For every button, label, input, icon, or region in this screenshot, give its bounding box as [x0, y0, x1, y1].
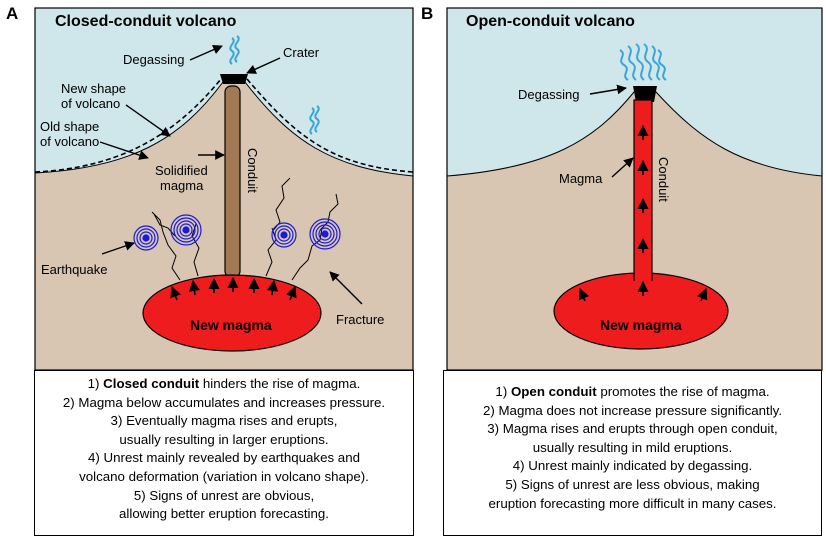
degassing-label: Degassing — [518, 87, 579, 102]
solidified-conduit — [224, 85, 241, 278]
leader-arrows — [99, 45, 363, 305]
description-line: allowing better eruption forecasting. — [119, 506, 329, 522]
new-shape-outline — [34, 78, 414, 173]
panel-a-title: Closed-conduit volcano — [55, 13, 237, 30]
description-line: usually resulting in larger eruptions. — [119, 431, 329, 447]
solidified-magma-label: Solidified — [155, 163, 208, 178]
panel-b-description: 1) Open conduit promotes the rise of mag… — [443, 370, 822, 536]
panel-a-letter: A — [6, 4, 18, 23]
description-line: usually resulting in mild eruptions. — [532, 439, 733, 455]
magma-chamber-b — [553, 272, 729, 350]
panel-a: A — [6, 4, 414, 371]
description-line: eruption forecasting more difficult in m… — [488, 495, 777, 511]
earthquake-icon — [133, 225, 159, 251]
description-line: 3) Eventually magma rises and erupts, — [110, 413, 338, 429]
description-line: 3) Magma rises and erupts through open c… — [487, 421, 778, 437]
old-shape-label: Old shape — [40, 119, 99, 134]
panel-b-title: Open-conduit volcano — [466, 13, 635, 30]
item-number: 1) — [495, 384, 511, 399]
description-line: 2) Magma below accumulates and increases… — [62, 394, 386, 410]
new-shape-label: of volcano — [61, 96, 120, 111]
crater-label: Crater — [283, 45, 320, 60]
description-line: 5) Signs of unrest are obvious, — [133, 487, 315, 503]
magma-label: Magma — [559, 171, 603, 186]
item-text: promotes the rise of magma. — [596, 384, 770, 399]
item-text: hinders the rise of magma. — [199, 376, 361, 391]
fracture-line — [151, 211, 181, 281]
description-line: 1) Open conduit promotes the rise of mag… — [444, 383, 821, 402]
arrow-up — [578, 287, 590, 302]
earthquake-icon — [309, 218, 341, 250]
description-line: 4) Unrest mainly revealed by earthquakes… — [88, 450, 360, 466]
conduit-label: Conduit — [245, 148, 260, 193]
panel-b: B — [421, 4, 823, 371]
new-magma-label: New magma — [600, 317, 682, 333]
description-line: 5) Signs of unrest are less obvious, mak… — [505, 476, 760, 492]
fracture-line — [191, 223, 200, 277]
crater — [633, 86, 657, 102]
panel-a-description: 1) Closed conduit hinders the rise of ma… — [34, 370, 414, 536]
description-line: 2) Magma does not increase pressure sign… — [482, 402, 783, 418]
gas-icon — [619, 43, 667, 81]
earthquake-icon — [271, 222, 297, 248]
new-magma-label: New magma — [190, 317, 272, 333]
old-shape-label: of volcano — [40, 134, 99, 149]
panel-b-letter: B — [421, 4, 433, 23]
arrow-up — [188, 279, 200, 296]
conduit-label: Conduit — [656, 157, 671, 202]
rise-arrows — [578, 124, 708, 302]
description-line: 4) Unrest mainly indicated by degassing. — [512, 458, 753, 474]
earthquake-label: Earthquake — [41, 262, 108, 277]
earthquake-icon — [170, 214, 202, 246]
leader-arrows — [589, 84, 634, 178]
fracture-label: Fracture — [336, 312, 384, 327]
bold-term: Open conduit — [510, 384, 597, 399]
conduit-join — [635, 274, 651, 284]
gas-icon — [229, 35, 240, 65]
arrow-up — [696, 287, 708, 302]
degassing-label: Degassing — [123, 52, 184, 67]
solidified-magma-label: magma — [160, 178, 204, 193]
description-line: 1) Closed conduit hinders the rise of ma… — [35, 375, 413, 394]
arrow-up — [267, 279, 279, 296]
arrow-up — [170, 285, 181, 301]
arrow-up — [286, 285, 297, 301]
crater — [220, 74, 248, 84]
gas-icon — [309, 105, 320, 135]
new-shape-label: New shape — [61, 81, 126, 96]
description-line: volcano deformation (variation in volcan… — [79, 468, 369, 484]
bold-term: Closed conduit — [103, 376, 200, 391]
item-number: 1) — [87, 376, 104, 391]
pressure-arrows — [170, 276, 297, 301]
magma-chamber-a — [142, 274, 322, 352]
